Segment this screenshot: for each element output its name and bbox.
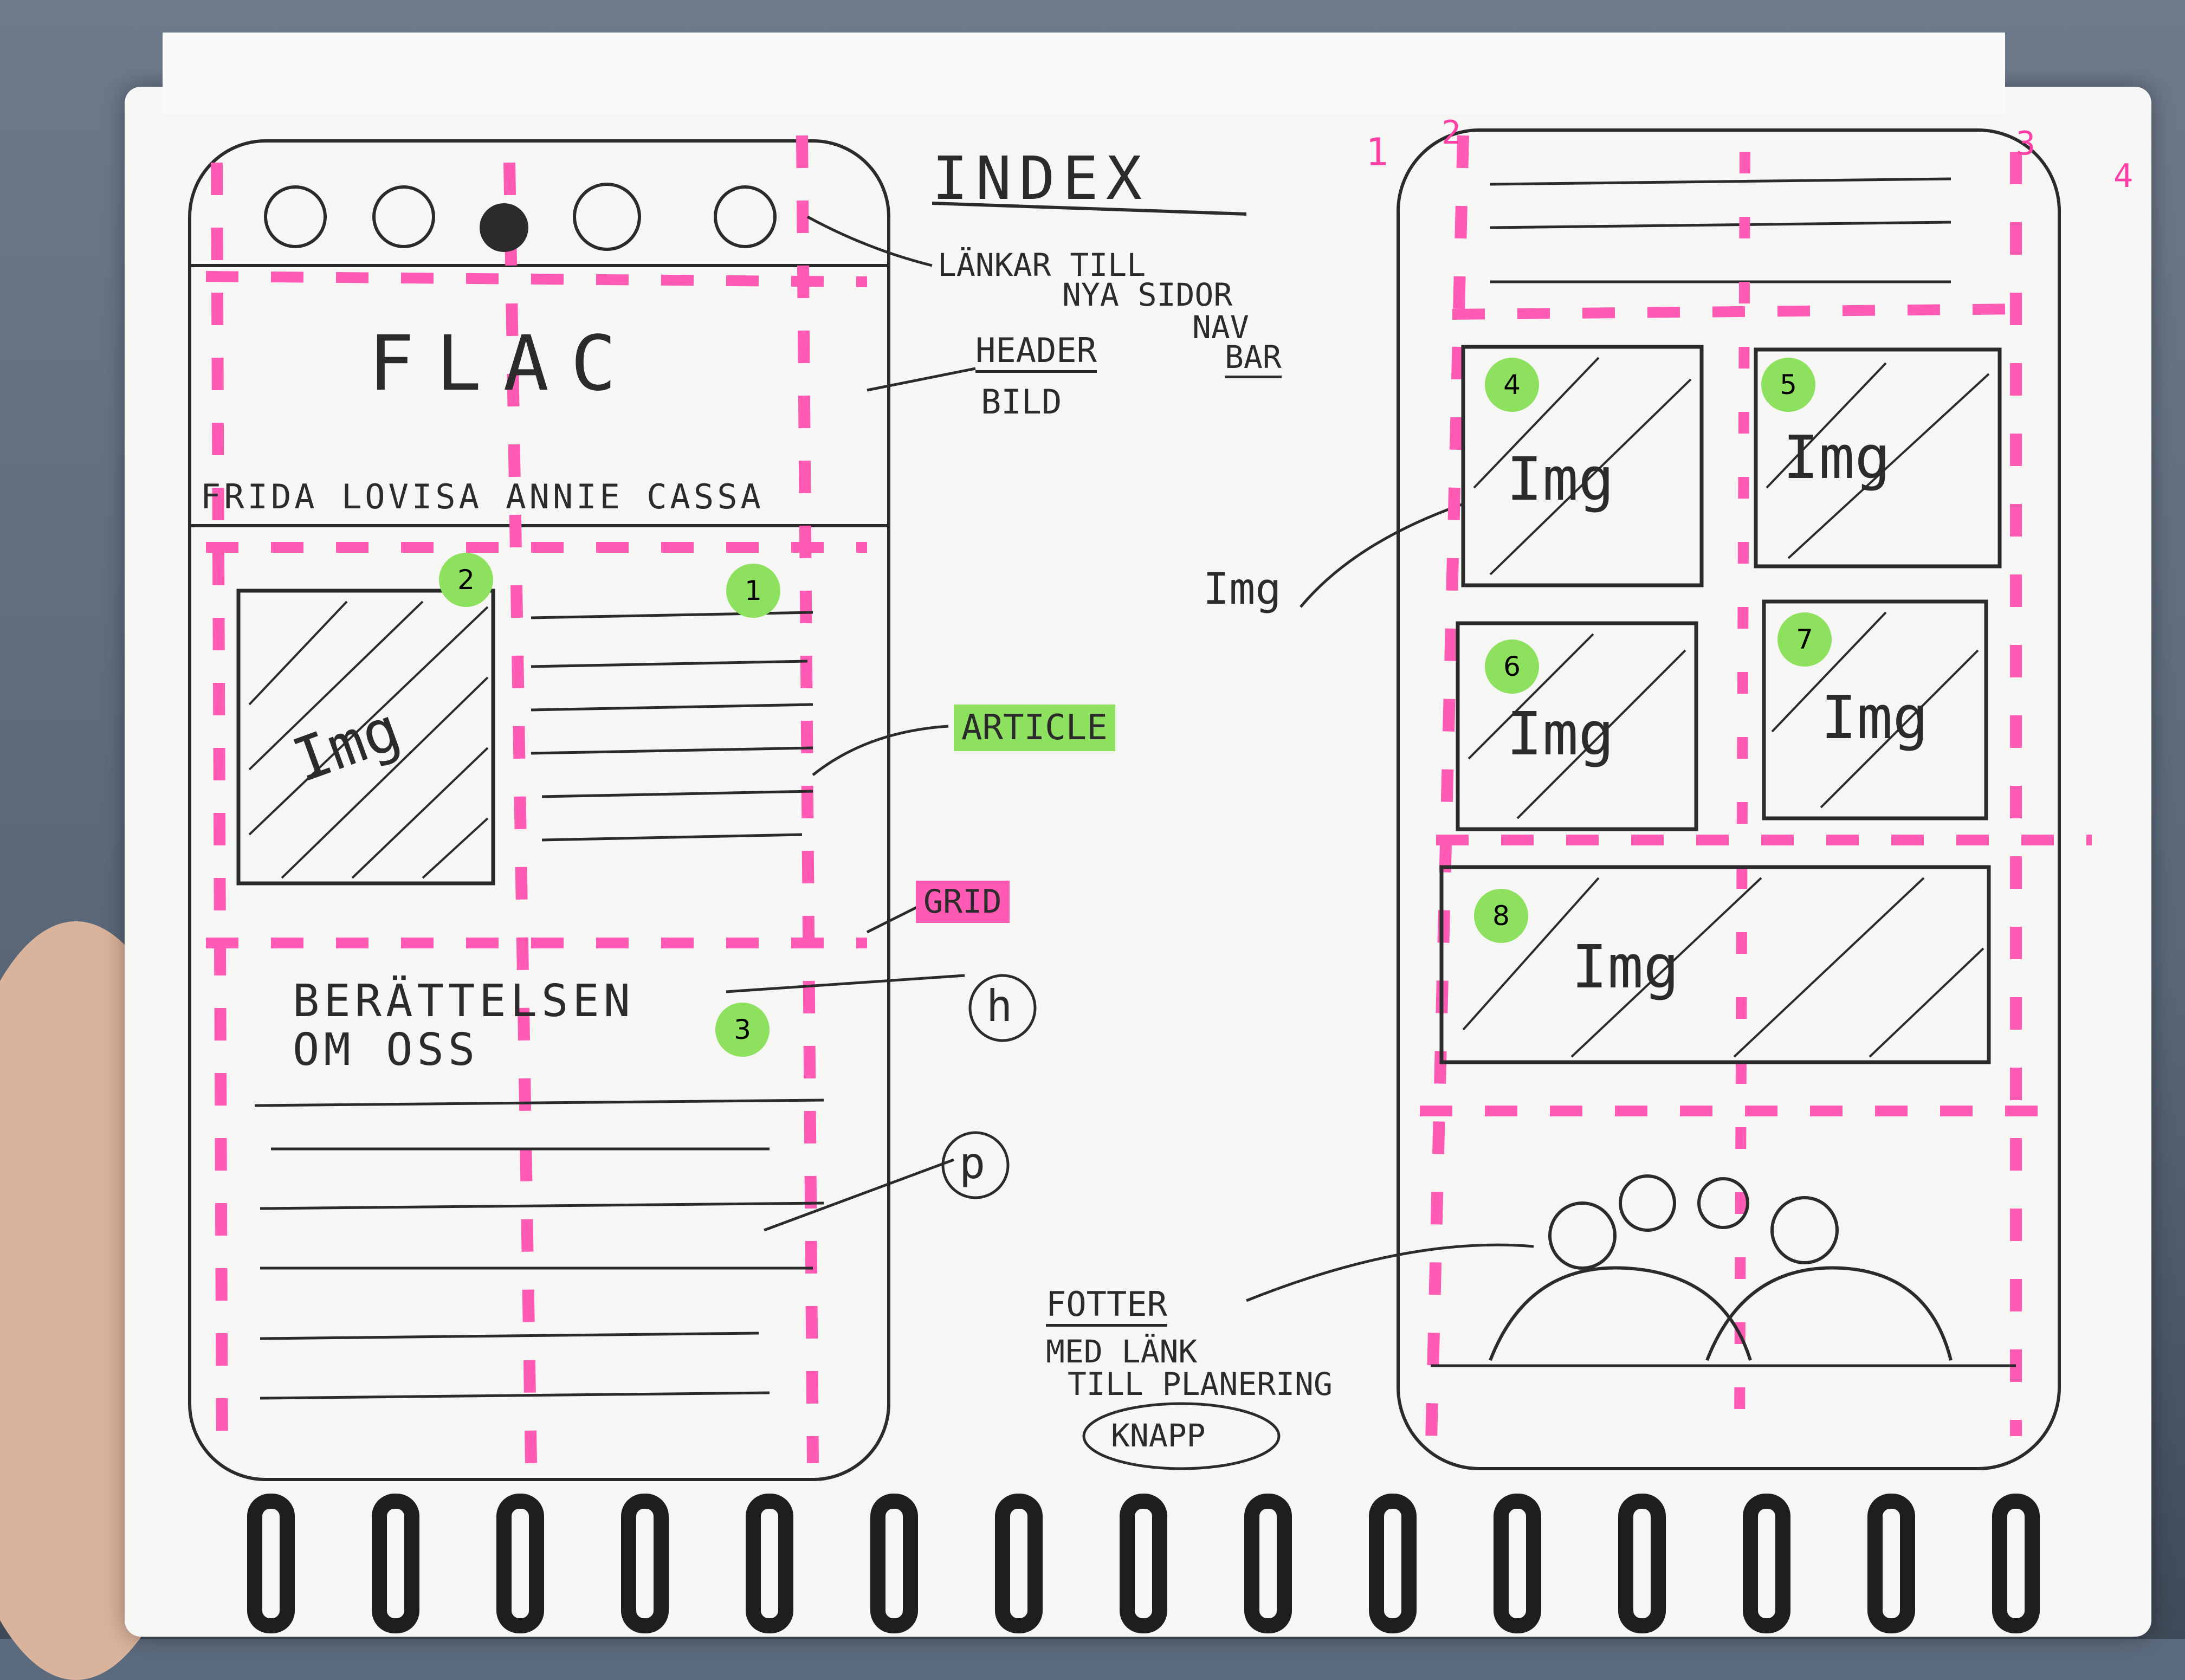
grid-image-7 xyxy=(1762,599,1988,820)
corner-number-1: 1 xyxy=(1366,130,1389,175)
annotation-img: Img xyxy=(1203,564,1282,614)
annotation-nav-1: LÄNKAR TILL xyxy=(938,247,1146,283)
badge-8: 8 xyxy=(1474,889,1528,943)
article-image-box xyxy=(236,589,495,886)
avatar-2 xyxy=(372,185,435,248)
knapp-oval xyxy=(1082,1402,1281,1470)
badge-5: 5 xyxy=(1761,358,1815,412)
notebook-paper xyxy=(125,87,2151,1637)
annotation-header-1: HEADER xyxy=(975,331,1097,373)
avatar-1 xyxy=(264,185,327,248)
corner-number-3: 3 xyxy=(2016,125,2036,163)
names-row: FRIDA LOVISA ANNIE CASSA xyxy=(201,477,764,516)
grid-image-6 xyxy=(1456,621,1698,831)
grid-image-label-6: Img xyxy=(1507,699,1614,768)
annotation-p: p xyxy=(959,1138,986,1188)
avatar-3 xyxy=(573,183,641,251)
badge-2: 2 xyxy=(439,553,493,607)
grid-image-label-7: Img xyxy=(1821,683,1929,752)
avatar-group xyxy=(480,203,528,252)
grid-image-8 xyxy=(1439,865,1991,1064)
grid-image-5 xyxy=(1754,347,2002,568)
badge-7: 7 xyxy=(1777,612,1832,667)
annotation-nav-3: NAV xyxy=(1192,309,1249,346)
left-phone-frame xyxy=(188,139,890,1481)
h-circle xyxy=(968,974,1037,1042)
torn-edge xyxy=(163,33,2005,114)
badge-1: 1 xyxy=(726,564,780,618)
avatar-4 xyxy=(714,185,777,248)
corner-number-2: 2 xyxy=(1441,114,1462,152)
sketch-layer xyxy=(188,128,2092,1633)
grid-image-label-5: Img xyxy=(1783,423,1891,492)
header-text: FLAC xyxy=(369,320,638,408)
grid-image-4 xyxy=(1461,345,1704,587)
annotation-footer-3: TILL PLANERING xyxy=(1068,1366,1333,1403)
article-title-line-1: BERÄTTELSEN xyxy=(293,975,635,1027)
grid-image-label-4: Img xyxy=(1507,444,1614,514)
annotation-grid: GRID xyxy=(916,881,1010,923)
article-title-line-2: OM OSS xyxy=(293,1024,480,1076)
badge-4: 4 xyxy=(1485,358,1539,412)
annotation-footer-1: FOTTER xyxy=(1046,1284,1167,1327)
page-title: INDEX xyxy=(932,144,1150,213)
annotation-nav-4: BAR xyxy=(1225,339,1282,378)
badge-3: 3 xyxy=(715,1003,770,1057)
annotation-footer-2: MED LÄNK xyxy=(1046,1333,1198,1370)
grid-image-label-8: Img xyxy=(1572,932,1679,1001)
p-circle xyxy=(941,1131,1010,1199)
right-phone-frame xyxy=(1397,128,2061,1470)
badge-6: 6 xyxy=(1485,639,1539,694)
annotation-header-2: BILD xyxy=(981,382,1062,422)
annotation-footer-4: KNAPP xyxy=(1111,1417,1206,1454)
corner-number-4: 4 xyxy=(2113,157,2134,195)
annotation-nav-2: NYA SIDOR xyxy=(1062,276,1233,313)
annotation-article: ARTICLE xyxy=(954,705,1115,751)
annotation-h: h xyxy=(986,981,1013,1031)
